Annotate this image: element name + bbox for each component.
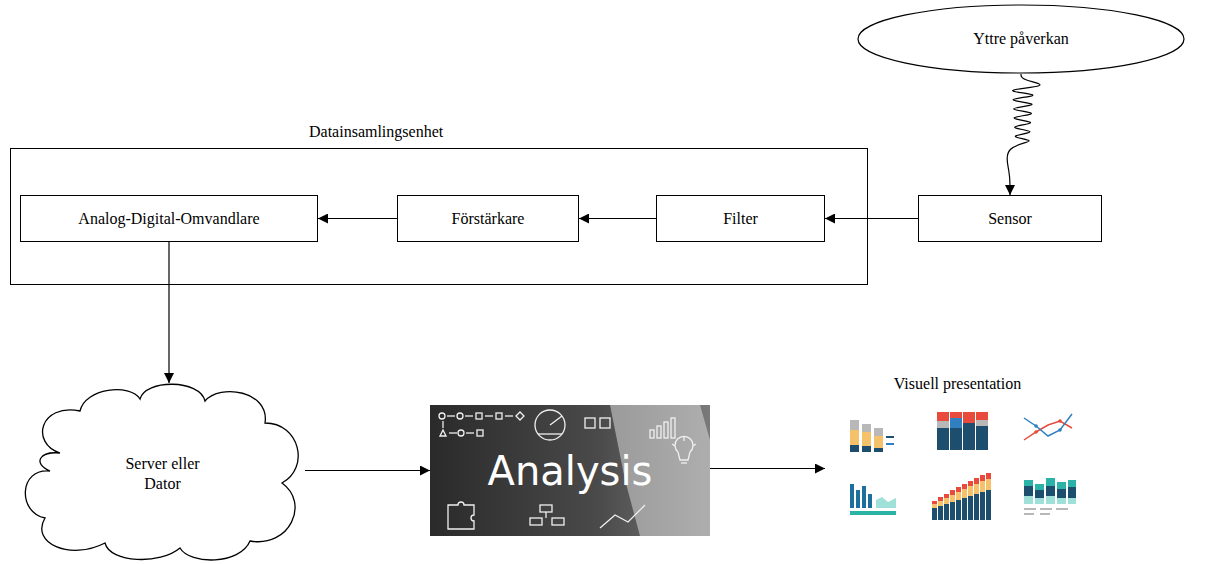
flow-arrow <box>579 218 656 219</box>
process-box: Filter <box>656 195 825 242</box>
node-label: Server eller Dator <box>113 454 213 492</box>
node-label: Filter <box>723 209 758 228</box>
node-label: Förstärkare <box>452 209 525 228</box>
analysis-photo <box>430 405 710 536</box>
influence-ellipse: Yttre påverkan <box>857 4 1185 74</box>
flow-arrow <box>168 242 169 383</box>
node-label: Analysis <box>488 447 653 495</box>
server-cloud: Server eller Dator <box>20 383 305 564</box>
spring-arrow <box>1007 74 1040 195</box>
flow-arrow <box>825 218 918 219</box>
chart-thumbnails <box>850 412 1076 520</box>
process-box: Analog-Digital-Omvandlare <box>20 195 318 242</box>
analysis-picture: Analysis <box>430 405 710 536</box>
flow-arrow <box>318 218 397 219</box>
node-label: Yttre påverkan <box>973 29 1069 48</box>
flow-arrow <box>305 470 430 471</box>
node-label: Visuell presentation <box>894 374 1021 393</box>
group-heading: Datainsamlingsenhet <box>309 122 443 141</box>
cloud-outline <box>20 383 305 564</box>
node-label: Analog-Digital-Omvandlare <box>78 209 259 228</box>
flow-arrow <box>710 468 825 469</box>
sensor-box: Sensor <box>918 195 1102 242</box>
acquisition-unit: Analog-Digital-Omvandlare Förstärkare Filt… <box>10 148 868 285</box>
presentation-group: Visuell presentation <box>825 372 1090 532</box>
process-box: Förstärkare <box>397 195 579 242</box>
node-label: Sensor <box>988 209 1032 228</box>
